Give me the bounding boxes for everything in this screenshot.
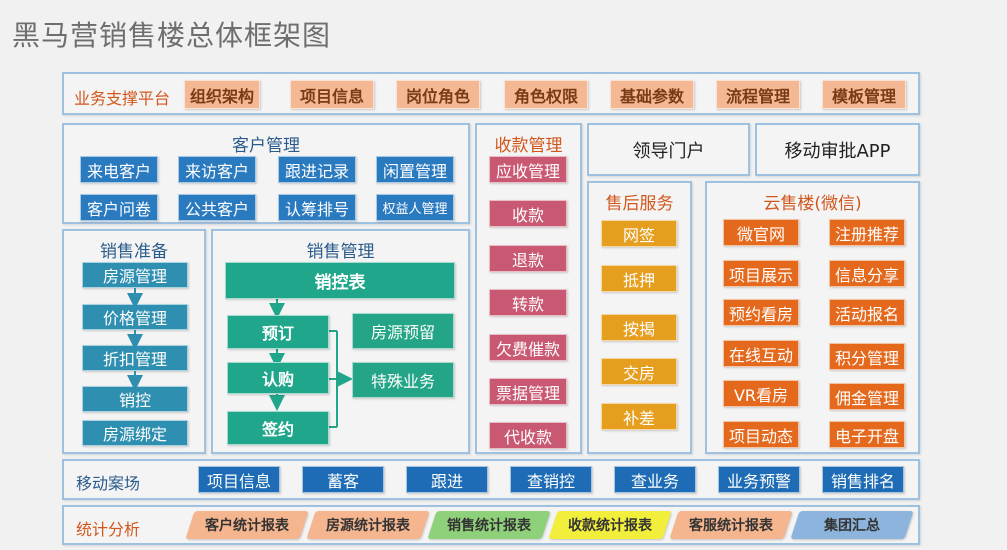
- platform-item-params[interactable]: 基础参数: [610, 80, 694, 109]
- aftersale-item-compensate[interactable]: 补差: [601, 403, 677, 430]
- stats-item-sales[interactable]: 销售统计报表: [432, 511, 546, 539]
- customer-item-survey[interactable]: 客户问卷: [80, 194, 158, 221]
- stats-item-payment[interactable]: 收款统计报表: [553, 511, 667, 539]
- stats-item-payment-label: 收款统计报表: [568, 518, 652, 534]
- customer-item-public[interactable]: 公共客户: [178, 194, 256, 221]
- aftersale-item-handover[interactable]: 交房: [601, 358, 677, 385]
- sales-arrows: [269, 299, 353, 428]
- customer-panel: 客户管理 来电客户 来访客户 跟进记录 闲置管理 客户问卷 公共客户 认筹排号 …: [62, 123, 470, 224]
- payment-item-collect[interactable]: 收款: [489, 200, 567, 227]
- aftersale-title: 售后服务: [605, 194, 674, 214]
- stats-item-service[interactable]: 客服统计报表: [674, 511, 788, 539]
- prep-item-house[interactable]: 房源管理: [82, 262, 188, 288]
- mobile-item-project[interactable]: 项目信息: [198, 466, 280, 493]
- stats-item-house-label: 房源统计报表: [326, 518, 410, 534]
- aftersale-item-loan[interactable]: 按揭: [601, 314, 677, 341]
- platform-item-project[interactable]: 项目信息: [290, 80, 374, 109]
- prep-panel: 销售准备 房源管理 价格管理 折扣管理 销控 房源绑定: [62, 229, 206, 454]
- sales-side-special[interactable]: 特殊业务: [352, 362, 454, 398]
- mobile-item-ranking[interactable]: 销售排名: [822, 466, 904, 493]
- mobile-panel: 移动案场 项目信息 蓄客 跟进 查销控 查业务 业务预警 销售排名: [62, 459, 920, 500]
- mobile-label: 移动案场: [76, 474, 141, 493]
- aftersale-item-mortgage[interactable]: 抵押: [601, 265, 677, 292]
- cloud-item-vr[interactable]: VR看房: [723, 380, 799, 407]
- platform-item-template[interactable]: 模板管理: [822, 80, 906, 109]
- stats-item-customer[interactable]: 客户统计报表: [190, 511, 304, 539]
- sales-top-table[interactable]: 销控表: [225, 262, 455, 299]
- payment-item-agency[interactable]: 代收款: [489, 422, 567, 449]
- customer-item-followup[interactable]: 跟进记录: [278, 156, 356, 183]
- customer-title: 客户管理: [232, 136, 300, 156]
- platform-item-permission[interactable]: 角色权限: [504, 80, 588, 109]
- sales-flow-reserve[interactable]: 预订: [227, 315, 329, 349]
- customer-item-idle[interactable]: 闲置管理: [376, 156, 454, 183]
- cloud-panel: 云售楼(微信) 微官网 项目展示 预约看房 在线互动 VR看房 项目动态 注册推…: [705, 181, 920, 454]
- mobile-item-check-business[interactable]: 查业务: [614, 466, 696, 493]
- prep-title: 销售准备: [100, 242, 168, 262]
- stats-item-group[interactable]: 集团汇总: [795, 511, 909, 539]
- customer-item-queue[interactable]: 认筹排号: [278, 194, 356, 221]
- prep-arrows: [127, 288, 143, 391]
- mobile-item-warning[interactable]: 业务预警: [718, 466, 800, 493]
- cloud-item-points[interactable]: 积分管理: [829, 343, 905, 370]
- cloud-item-microsite[interactable]: 微官网: [723, 219, 799, 246]
- cloud-item-e-opening[interactable]: 电子开盘: [829, 421, 905, 448]
- sales-title: 销售管理: [306, 242, 375, 262]
- stats-panel: 统计分析 客户统计报表 房源统计报表 销售统计报表 收款统计报表 客服统计报表 …: [62, 505, 920, 545]
- customer-item-visit[interactable]: 来访客户: [178, 156, 256, 183]
- cloud-item-showcase[interactable]: 项目展示: [723, 260, 799, 287]
- leader-panel[interactable]: 领导门户: [587, 123, 750, 176]
- leader-label: 领导门户: [632, 140, 705, 162]
- page-title: 黑马营销售楼总体框架图: [12, 19, 332, 52]
- sales-panel: 销售管理 销控表 预订 认购 签约 房源预留 特殊业务: [211, 229, 470, 454]
- cloud-item-news[interactable]: 项目动态: [723, 421, 799, 448]
- stats-item-group-label: 集团汇总: [824, 518, 880, 534]
- cloud-item-booking[interactable]: 预约看房: [723, 299, 799, 326]
- cloud-item-signup[interactable]: 活动报名: [829, 299, 905, 326]
- cloud-item-interact[interactable]: 在线互动: [723, 340, 799, 367]
- stats-item-sales-label: 销售统计报表: [447, 518, 531, 534]
- cloud-title: 云售楼(微信): [763, 194, 862, 214]
- prep-item-bind[interactable]: 房源绑定: [82, 420, 188, 446]
- stats-item-house[interactable]: 房源统计报表: [311, 511, 425, 539]
- platform-label: 业务支撑平台: [74, 89, 171, 108]
- stats-item-customer-label: 客户统计报表: [205, 518, 289, 534]
- mobile-item-follow[interactable]: 跟进: [406, 466, 488, 493]
- mobile-item-reserve[interactable]: 蓄客: [302, 466, 384, 493]
- payment-title: 收款管理: [494, 136, 563, 156]
- mobile-item-check-control[interactable]: 查销控: [510, 466, 592, 493]
- aftersale-item-online-sign[interactable]: 网签: [601, 220, 677, 247]
- platform-panel: 业务支撑平台 组织架构 项目信息 岗位角色 角色权限 基础参数 流程管理 模板管…: [62, 72, 920, 115]
- platform-item-org[interactable]: 组织架构: [184, 80, 260, 109]
- stats-label: 统计分析: [76, 520, 141, 539]
- cloud-item-commission[interactable]: 佣金管理: [829, 383, 905, 410]
- platform-item-flow[interactable]: 流程管理: [716, 80, 800, 109]
- platform-item-role[interactable]: 岗位角色: [396, 80, 480, 109]
- sales-flow-subscribe[interactable]: 认购: [227, 362, 329, 394]
- cloud-item-referral[interactable]: 注册推荐: [829, 219, 905, 246]
- sales-flow-sign[interactable]: 签约: [227, 411, 329, 445]
- payment-item-receivable[interactable]: 应收管理: [489, 156, 567, 183]
- payment-item-transfer[interactable]: 转款: [489, 289, 567, 316]
- aftersale-panel: 售后服务 网签 抵押 按揭 交房 补差: [587, 181, 692, 454]
- mobile-approval-label: 移动审批APP: [784, 140, 891, 162]
- payment-item-overdue[interactable]: 欠费催款: [489, 334, 567, 361]
- sales-side-hold[interactable]: 房源预留: [352, 313, 454, 349]
- stats-item-service-label: 客服统计报表: [689, 518, 773, 534]
- payment-item-invoice[interactable]: 票据管理: [489, 378, 567, 405]
- mobile-approval-panel[interactable]: 移动审批APP: [755, 123, 920, 176]
- cloud-item-share[interactable]: 信息分享: [829, 260, 905, 287]
- payment-panel: 收款管理 应收管理 收款 退款 转款 欠费催款 票据管理 代收款: [475, 123, 582, 454]
- customer-item-beneficiary[interactable]: 权益人管理: [376, 194, 454, 221]
- customer-item-call[interactable]: 来电客户: [80, 156, 158, 183]
- payment-item-refund[interactable]: 退款: [489, 245, 567, 272]
